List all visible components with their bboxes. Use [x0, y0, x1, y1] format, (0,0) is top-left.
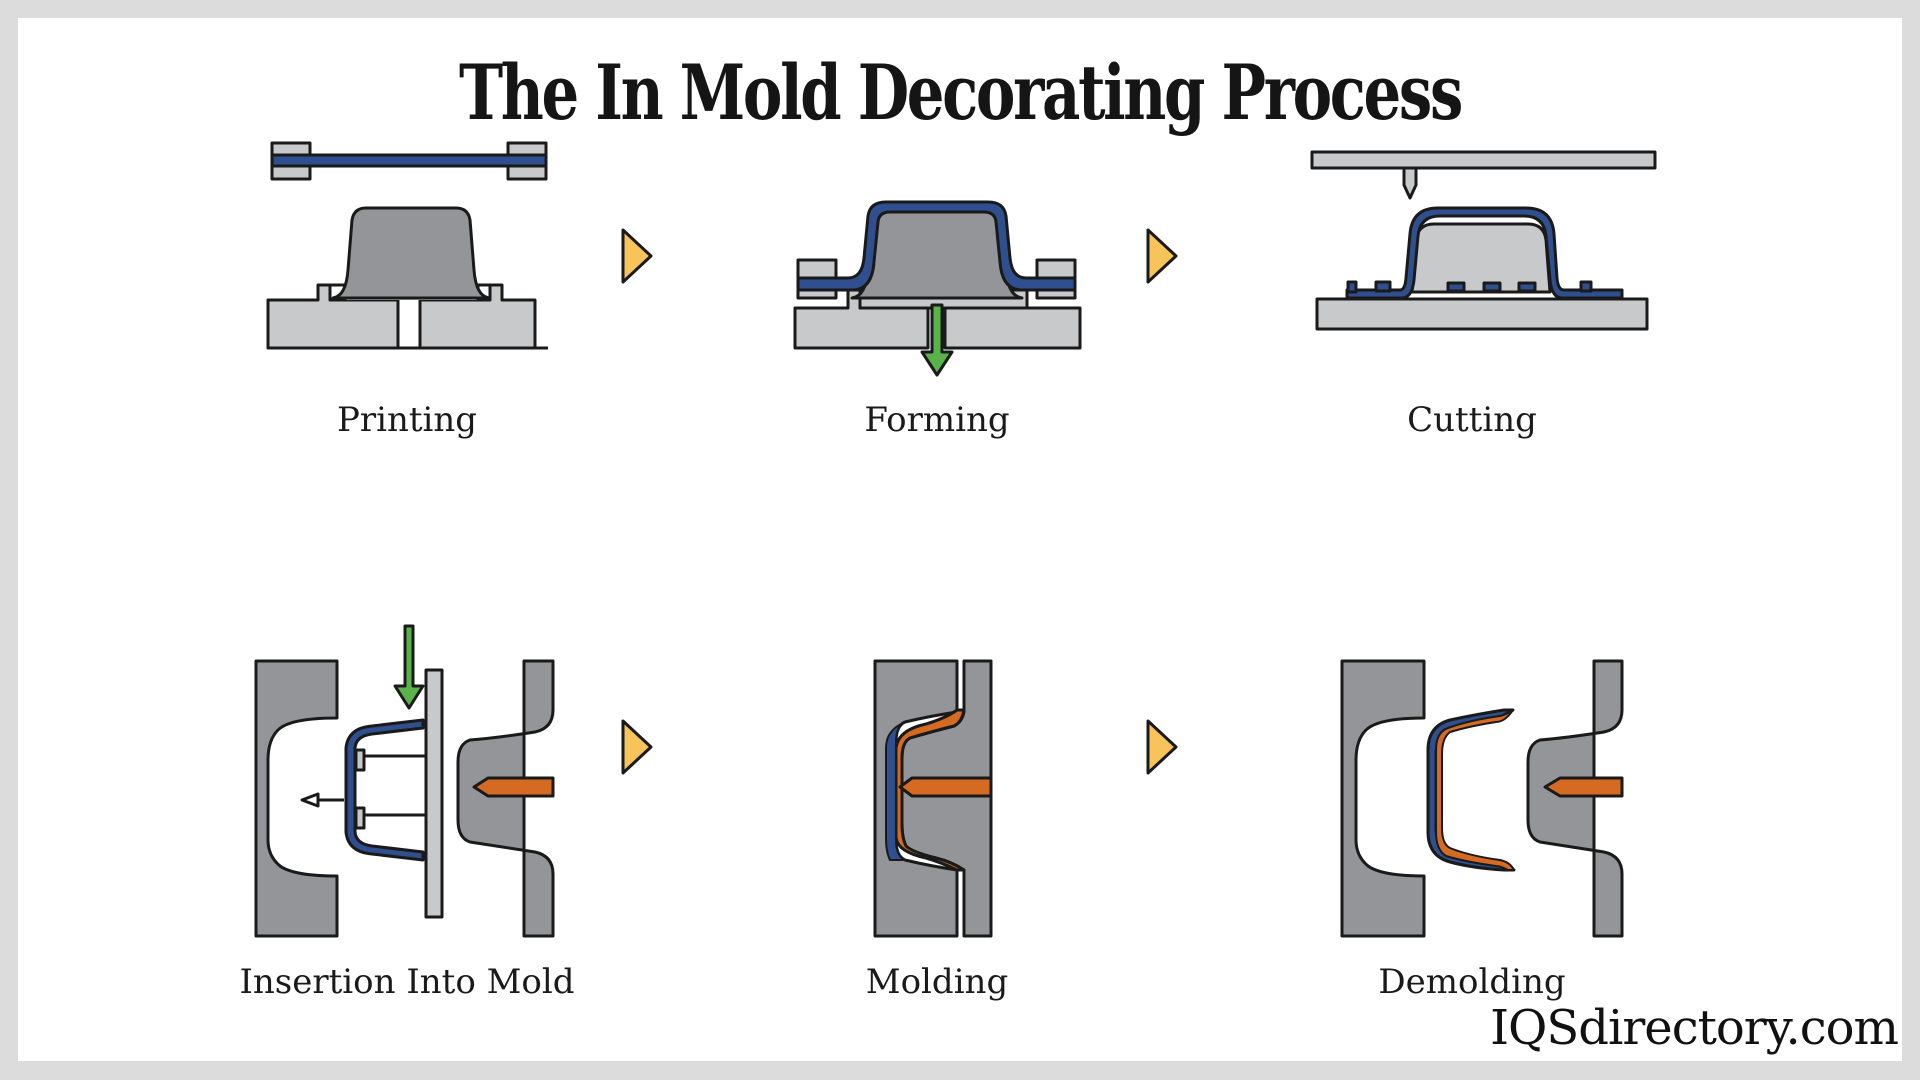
- demolding-illustration: [1340, 659, 1624, 938]
- chevron-right-icon: [1146, 228, 1178, 284]
- chevron-right-icon: [1146, 719, 1178, 775]
- step-label-printing: Printing: [336, 400, 478, 440]
- step-label-demolding: Demolding: [1378, 962, 1566, 1002]
- forming-illustration: [793, 200, 1082, 377]
- chevron-right-icon: [621, 719, 653, 775]
- brand-watermark: IQSdirectory.com: [1490, 1000, 1899, 1056]
- chevron-right-icon: [621, 228, 653, 284]
- molding-illustration: [873, 659, 993, 938]
- step-label-forming: Forming: [864, 400, 1010, 440]
- insertion-illustration: [254, 624, 555, 938]
- printing-illustration: [266, 141, 548, 350]
- step-label-insertion: Insertion Into Mold: [239, 962, 575, 1002]
- step-label-molding: Molding: [865, 962, 1009, 1002]
- step-label-cutting: Cutting: [1407, 400, 1537, 440]
- cutting-illustration: [1310, 150, 1657, 331]
- page-title: The In Mold Decorating Process: [458, 48, 1463, 137]
